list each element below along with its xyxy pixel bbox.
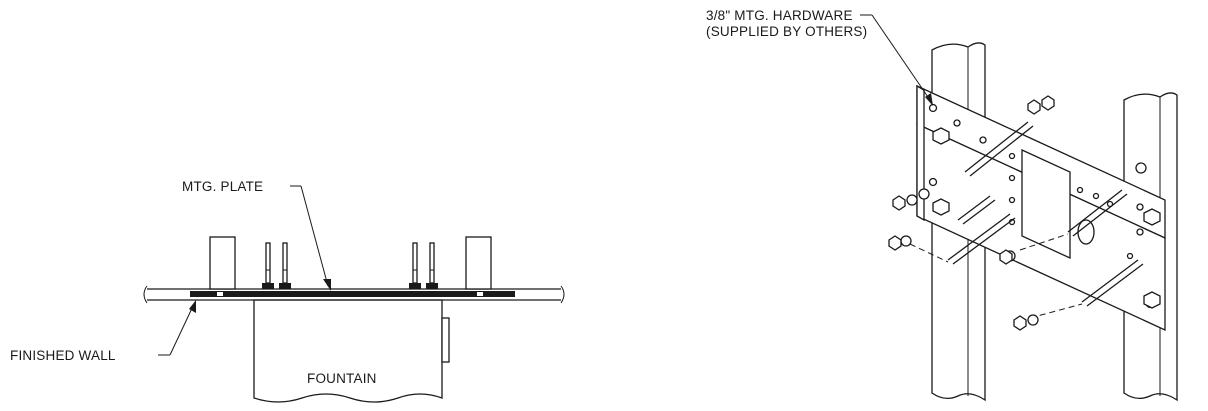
plate-slot-right xyxy=(477,292,483,296)
section-view: MTG. PLATE FINISHED WALL FOUNTAIN xyxy=(10,179,565,403)
label-finished-wall: FINISHED WALL xyxy=(10,348,116,363)
plate-round-hole xyxy=(1077,219,1095,245)
label-fountain: FOUNTAIN xyxy=(307,371,377,386)
bolt-pair-right xyxy=(409,242,438,289)
leader-mounting-plate xyxy=(290,185,331,291)
fountain-body xyxy=(253,299,443,403)
mounting-plate xyxy=(190,291,515,297)
isometric-view: 3/8" MTG. HARDWARE (SUPPLIED BY OTHERS) xyxy=(706,8,1178,402)
plate-nuts xyxy=(932,127,1161,309)
fountain-side-tab xyxy=(441,317,450,363)
label-hardware-line2: (SUPPLIED BY OTHERS) xyxy=(706,24,867,39)
leader-hardware xyxy=(860,14,933,106)
stud-left xyxy=(209,236,236,290)
bolt-pair-left xyxy=(262,242,291,289)
iso-mounting-plate xyxy=(916,84,1166,332)
stud-right xyxy=(465,236,492,290)
plate-cutout xyxy=(1021,148,1071,260)
label-mounting-plate: MTG. PLATE xyxy=(182,179,263,194)
leader-finished-wall xyxy=(158,300,196,356)
threaded-rods xyxy=(909,121,1144,319)
label-hardware-line1: 3/8" MTG. HARDWARE xyxy=(706,8,853,23)
loose-hardware xyxy=(888,95,1147,331)
plate-slot-left xyxy=(217,292,223,296)
